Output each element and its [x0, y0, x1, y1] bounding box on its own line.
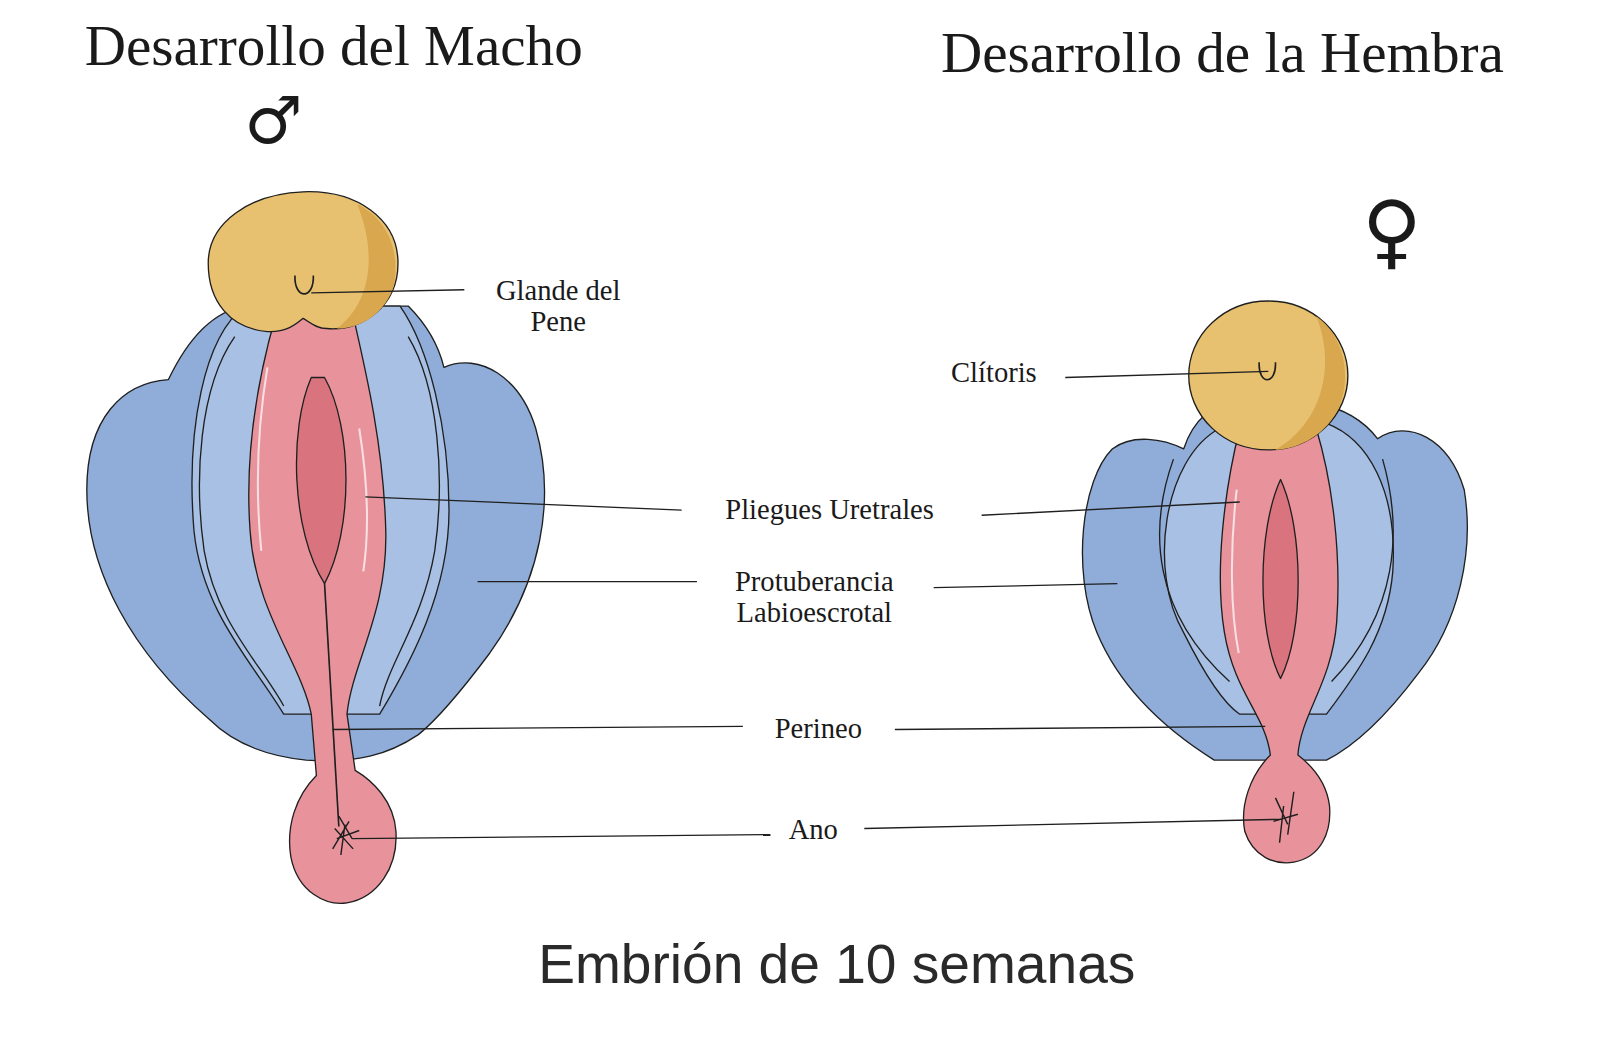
- caption: Embrión de 10 semanas: [538, 936, 1135, 996]
- male-genital-tubercle: [87, 192, 545, 904]
- part-label: Perineo: [775, 713, 862, 744]
- part-label: Protuberancia Labioescrotal: [687, 567, 942, 629]
- heading: Desarrollo del Macho: [85, 15, 583, 77]
- male-symbol: ♂: [244, 85, 303, 156]
- part-label: Clítoris: [951, 358, 1037, 389]
- female-genital-tubercle: [1082, 301, 1467, 863]
- part-label: Ano: [789, 814, 838, 845]
- part-label: Glande del Pene: [469, 276, 648, 338]
- part-label: Pliegues Uretrales: [725, 495, 934, 526]
- heading: Desarrollo de la Hembra: [941, 22, 1504, 84]
- leader-lines: [311, 290, 1280, 839]
- female-symbol: ♀: [1362, 187, 1422, 275]
